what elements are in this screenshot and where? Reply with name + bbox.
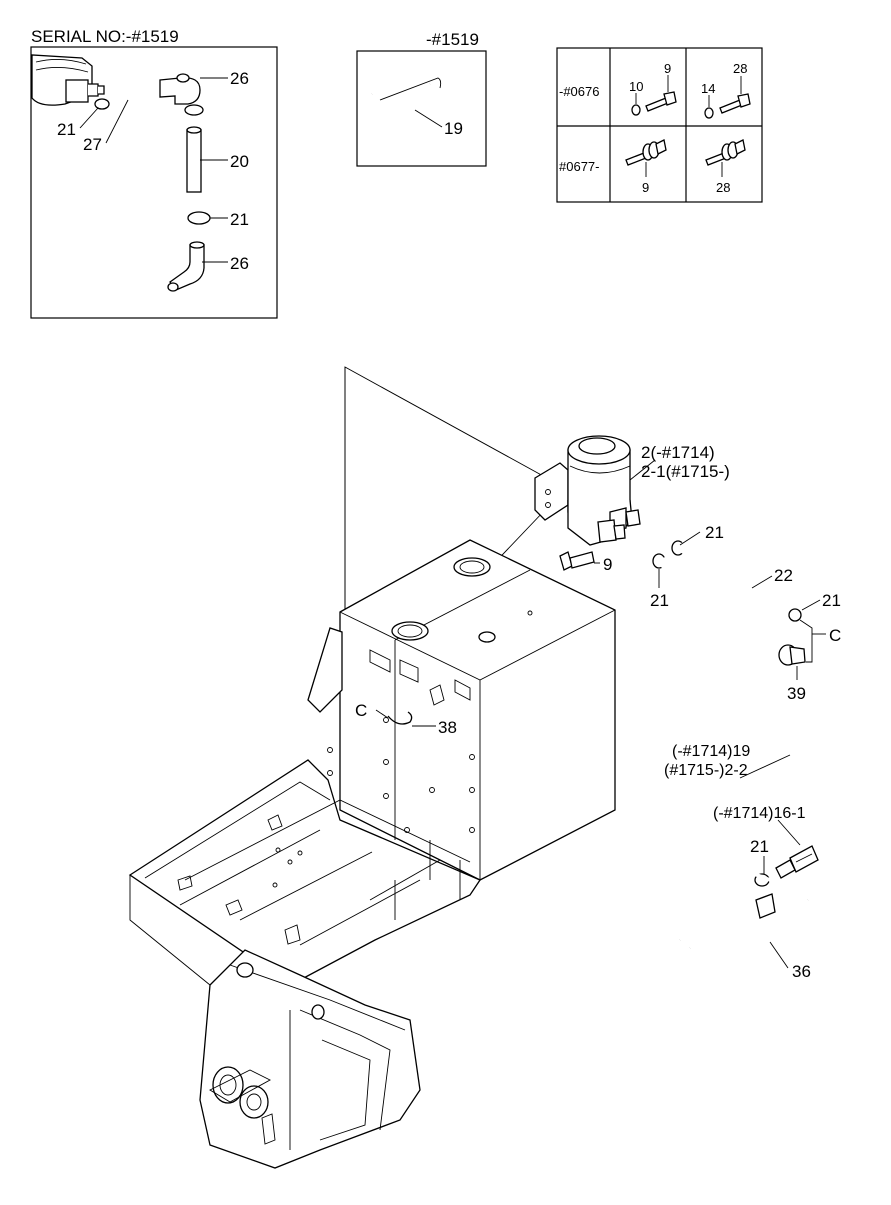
clamp-38 [387, 711, 413, 725]
clamp-21-upper [184, 104, 204, 116]
inset-serial-frame [30, 46, 278, 319]
fitting-39 [778, 644, 806, 680]
inset-serial-title: SERIAL NO:-#1519 [31, 27, 179, 46]
boom-foot [199, 949, 421, 1169]
coiled-hose-19 [369, 66, 450, 128]
bolt-9 [645, 91, 677, 112]
elbow-26 [159, 73, 201, 105]
label-20: 20 [230, 152, 249, 171]
label-27: 27 [83, 135, 102, 154]
clamp-21 [94, 98, 110, 110]
label-14: 14 [701, 81, 715, 96]
pipe-19 [736, 590, 864, 905]
hose-fitting-16-1 [775, 845, 819, 879]
hose-22 [659, 540, 796, 618]
label-2: 2(-#1714) [641, 443, 715, 462]
label-21-d: 21 [750, 837, 769, 856]
inset-hose-title: -#1519 [426, 30, 479, 49]
label-36: 36 [792, 962, 811, 981]
clamp-21-c [788, 608, 802, 622]
label-2-2: (#1715-)2-2 [664, 762, 748, 779]
label-26-bottom: 26 [230, 254, 249, 273]
band-36 [679, 870, 802, 950]
label-28-r1: 28 [733, 61, 747, 76]
label-16-1: (-#1714)16-1 [713, 805, 806, 822]
washer-10 [631, 104, 641, 116]
label-19-inset: 19 [444, 119, 463, 138]
main-assembly: 2(-#1714) 2-1(#1715-) 21 9 21 22 21 C 39… [128, 366, 864, 1169]
label-38: 38 [438, 718, 457, 737]
pump-motor-2 [534, 435, 641, 546]
tank-bracket-left [307, 627, 343, 713]
label-10: 10 [629, 79, 643, 94]
label-2-1: 2-1(#1715-) [641, 462, 730, 481]
inset-hose: -#1519 19 [356, 30, 487, 167]
bolt-table-frame [556, 47, 763, 203]
label-21-c: 21 [822, 591, 841, 610]
bolt-assembly-9 [625, 139, 667, 166]
label-22: 22 [774, 566, 793, 585]
label-21-a: 21 [705, 523, 724, 542]
bolt-table-row2-label: #0677- [559, 159, 599, 174]
bolt-table-row1-label: -#0676 [559, 84, 599, 99]
pump-bracket [534, 462, 569, 521]
hydraulic-tank [327, 539, 616, 881]
label-21-mid: 21 [230, 210, 249, 229]
bolt-table: -#0676 #0677- 10 9 14 28 9 [556, 47, 763, 203]
label-26-top: 26 [230, 69, 249, 88]
washer-14 [704, 107, 714, 119]
bolt-assembly-28 [705, 139, 746, 166]
bolt-28 [719, 93, 751, 114]
label-19-main: (-#1714)19 [672, 743, 750, 760]
label-21-b: 21 [650, 591, 669, 610]
inset-serial: SERIAL NO:-#1519 [30, 27, 278, 319]
clamp-21-mid [187, 211, 211, 225]
hose-20 [186, 126, 202, 193]
label-9-r2: 9 [642, 180, 649, 195]
label-28-r2: 28 [716, 180, 730, 195]
upper-frame [128, 759, 481, 986]
label-21-left: 21 [57, 120, 76, 139]
label-c-right: C [829, 626, 841, 645]
label-39: 39 [787, 684, 806, 703]
inset-hose-frame [356, 50, 487, 167]
pump-fragment [31, 54, 105, 106]
elbow-26-bottom [167, 241, 205, 292]
label-c-left: C [355, 701, 367, 720]
label-9-main: 9 [603, 555, 612, 574]
label-9-r1: 9 [664, 61, 671, 76]
bolt-9-main [559, 551, 595, 571]
